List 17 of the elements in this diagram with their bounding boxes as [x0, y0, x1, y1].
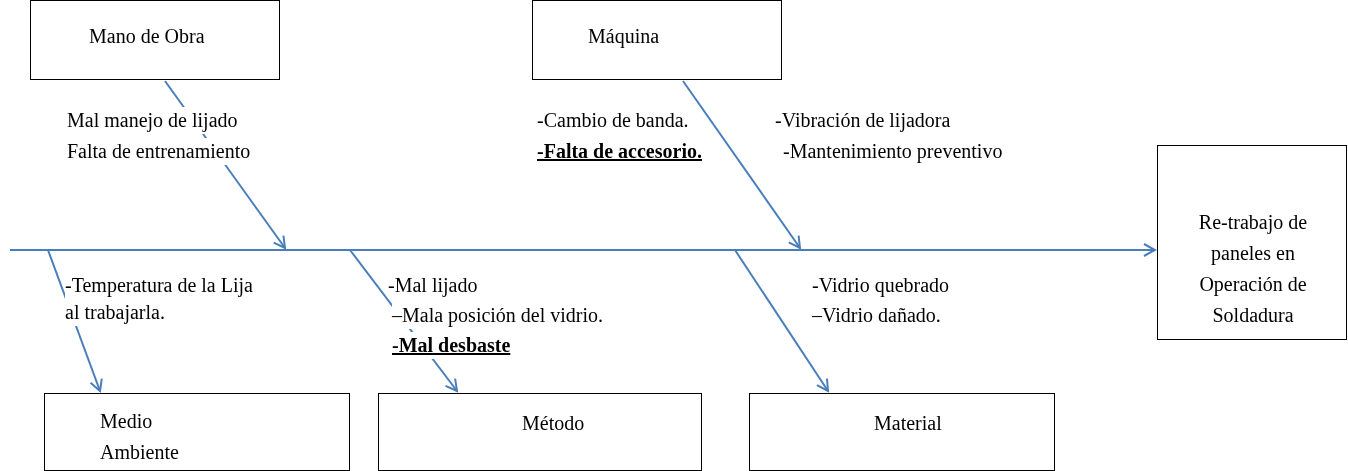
cause-text: –Mala posición del vidrio. — [392, 302, 604, 329]
cause-text: -Mal desbaste — [392, 332, 511, 359]
spine-arrow — [9, 243, 1156, 257]
category-label: Material — [874, 411, 943, 436]
category-box — [30, 0, 280, 80]
category-label: Mano de Obra — [89, 24, 206, 49]
category-box — [749, 393, 1055, 471]
bone-arrow — [682, 80, 801, 249]
category-label: Máquina — [588, 24, 661, 50]
effect-text: Re-trabajo de paneles en Operación de Soldadura — [1197, 210, 1309, 328]
category-box — [378, 393, 702, 471]
category-box — [532, 0, 782, 80]
category-box — [44, 393, 350, 471]
bone-arrow — [734, 249, 829, 392]
effect-box — [1157, 145, 1347, 340]
category-label: Medio Ambiente — [100, 409, 180, 465]
category-label: Método — [522, 411, 586, 436]
